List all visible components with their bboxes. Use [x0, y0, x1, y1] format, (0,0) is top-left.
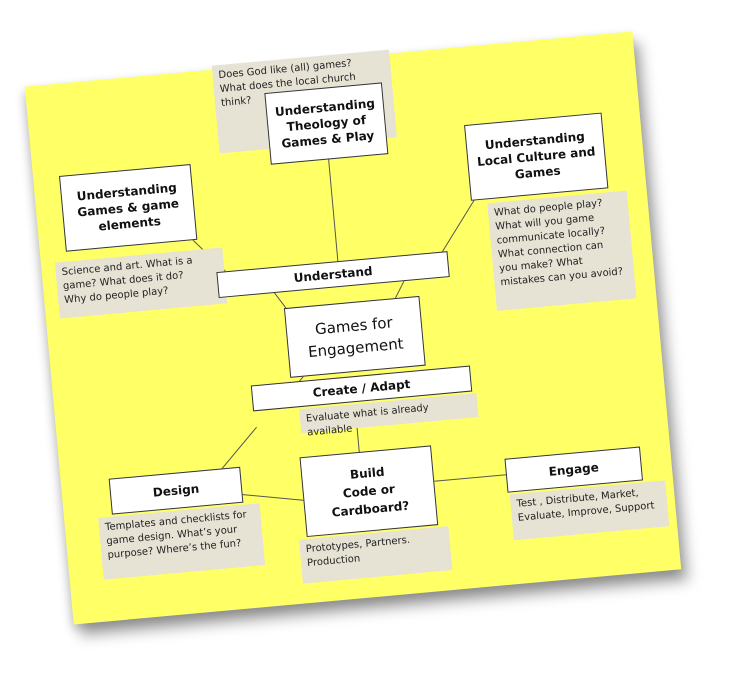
- local-culture-box: Understanding Local Culture and Games: [464, 112, 609, 201]
- theology-box: Understanding Theology of Games & Play: [264, 82, 389, 165]
- build-box: Build Code or Cardboard?: [299, 445, 439, 538]
- yellow-sheet: Does God like (all) games? What does the…: [24, 31, 682, 625]
- games-elements-box: Understanding Games & game elements: [59, 164, 198, 252]
- center-box: Games for Engagement: [283, 295, 426, 378]
- connector-culture-understand: [436, 195, 477, 261]
- connector-theology-understand: [328, 159, 339, 265]
- connector-design-build: [237, 493, 309, 502]
- local-culture-note: What do people play? What will you game …: [487, 190, 637, 311]
